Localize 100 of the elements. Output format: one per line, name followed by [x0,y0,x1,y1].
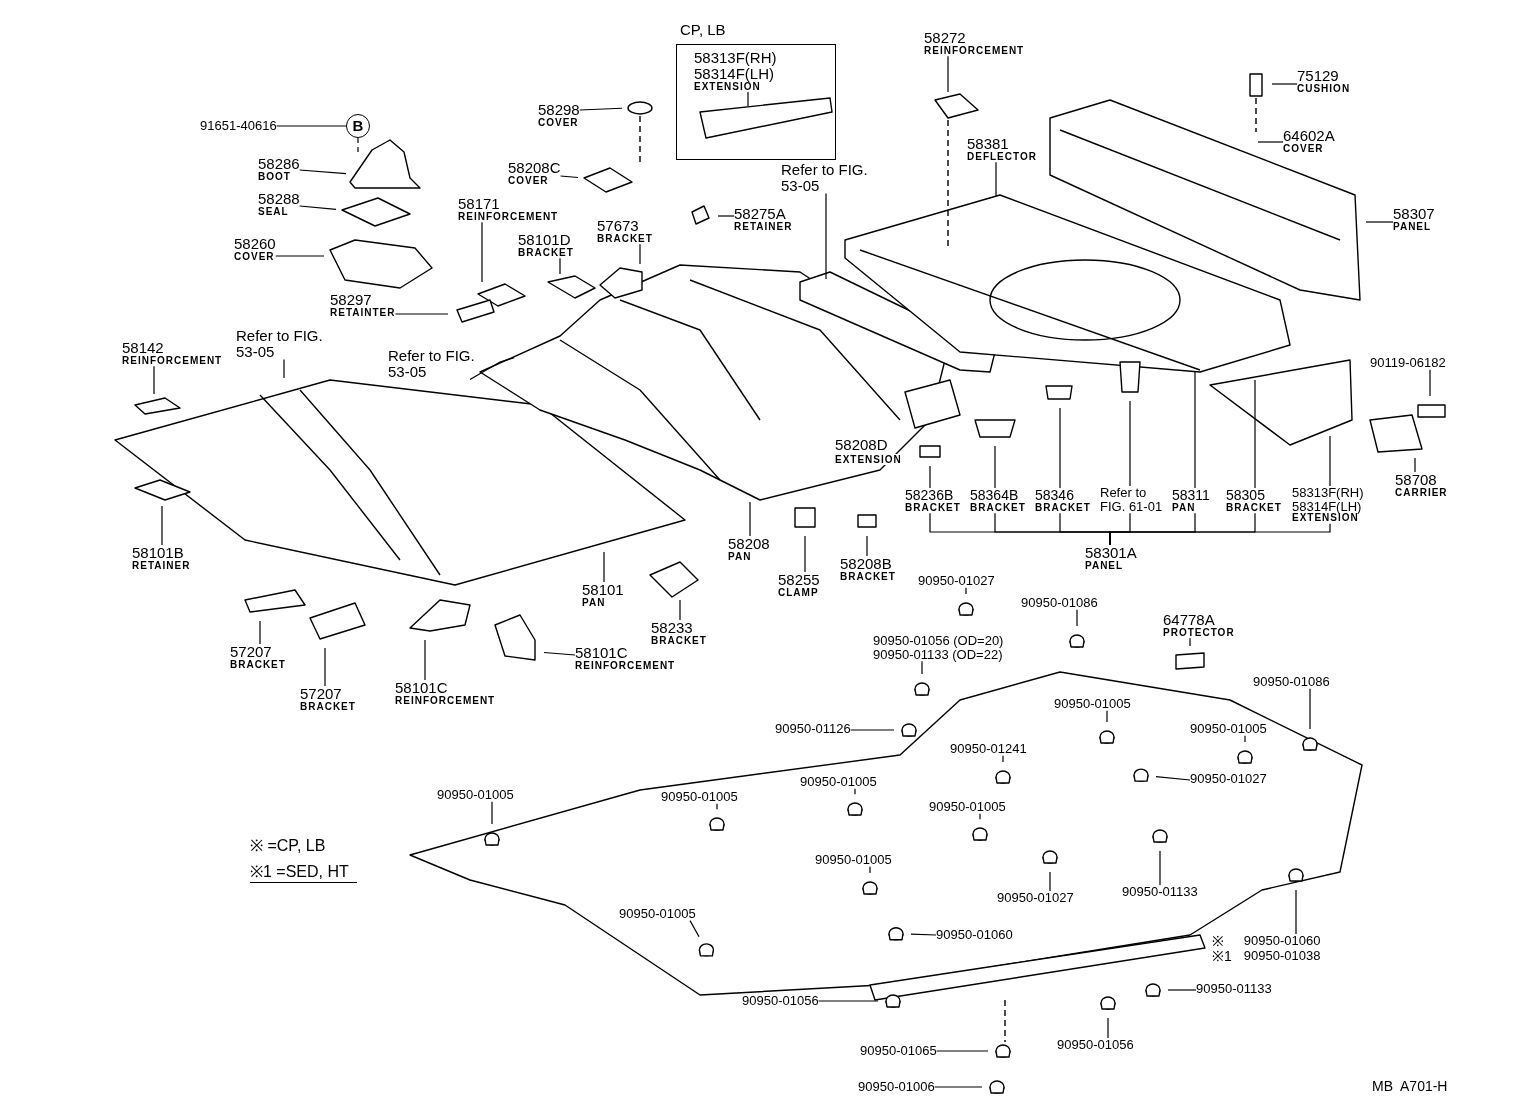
leader-line [1429,369,1431,397]
leader-line [491,801,493,825]
leader-line [1365,221,1394,223]
part-number: 90950-01005 [815,853,892,867]
leader-line [603,551,605,583]
part-number: 90950-01005 [437,788,514,802]
reference-note: Refer to FIG. 53-05 [236,328,324,360]
reference-note: Refer to FIG. 53-05 [781,162,869,194]
figure-code: MB A701-H [1372,1078,1448,1094]
leader-line [283,358,285,379]
part-name: CARRIER [1395,487,1448,499]
part-number: 58208B [840,556,893,572]
part-name: RETAINER [734,221,793,233]
part-name: BRACKET [597,233,653,245]
part-name: BRACKET [840,571,896,583]
leader-line [1059,407,1061,489]
part-number: 90950-01086 [1253,675,1330,689]
leader-line [1257,141,1284,143]
part-number: 75129 [1297,68,1340,84]
part-number: 58101D [518,232,572,248]
circled-letter: B [346,114,370,138]
leader-line [1155,776,1191,781]
part-number-pair: 58313F(RH) 58314F(LH) [1292,486,1365,514]
leader-line [1076,609,1078,627]
legend-entry: ※ =CP, LB [250,836,326,856]
leader-line [934,1086,983,1088]
part-name: CUSHION [1297,83,1351,95]
leader-line [543,651,576,656]
part-name: PAN [582,597,607,609]
part-number: 58275A [734,206,787,222]
part-number: 58297 [330,292,373,308]
leader-line [1254,379,1256,489]
part-number: 58311 [1172,488,1210,503]
legend-entry: ※1 =SED, HT [250,860,357,883]
leader-line [1107,1017,1109,1039]
part-number: 58307 [1393,206,1435,222]
part-number: 58208C [508,160,561,176]
leader-line [299,205,337,211]
leader-line [936,1050,989,1052]
leader-line [559,175,579,179]
leader-line [1049,871,1051,892]
part-number: 58298 [538,102,580,118]
part-number: 90950-01005 [929,800,1006,814]
leader-line [850,729,895,731]
part-number: 90950-01065 [860,1044,937,1058]
part-number: 58236B [905,488,955,503]
part-name: REINFORCEMENT [458,211,559,223]
part-name: SEAL [258,206,290,218]
part-number-pair: 58313F(RH) 58314F(LH) [694,50,778,82]
part-name: BRACKET [905,502,961,514]
leader-line [357,137,359,155]
leader-line [639,243,641,265]
leader-line [854,788,856,795]
part-number: 90950-01005 [1054,697,1131,711]
leader-line [679,599,681,621]
leader-line [276,125,347,127]
part-number: 64778A [1163,612,1216,628]
part-number: 58272 [924,30,967,46]
part-name: REINFORCEMENT [122,355,223,367]
part-number: 58101 [582,582,624,598]
part-name: RETAINTER [330,307,396,319]
leader-line [825,192,827,280]
leader-line [153,365,155,395]
part-number: 58286 [258,156,300,172]
part-number: 58288 [258,191,300,207]
part-number: 58101C [395,680,449,696]
part-number: 58101B [132,545,185,561]
part-name: REINFORCEMENT [575,660,676,672]
leader-line [579,107,623,111]
leader-line [275,255,325,257]
part-name: PANEL [1085,560,1125,572]
part-number: 58101C [575,645,629,661]
leader-line [1167,989,1197,991]
leader-line [749,501,751,537]
leader-line [979,813,981,820]
part-name: REINFORCEMENT [924,45,1025,57]
leader-line [1244,735,1246,743]
part-number: 64602A [1283,128,1335,144]
leader-line [1106,710,1108,723]
part-name: EXTENSION [1292,513,1359,524]
leader-line [747,91,749,107]
leader-line [995,161,997,197]
leader-line [1189,637,1191,647]
leader-line [1309,688,1311,730]
part-number: 90950-01241 [950,742,1027,756]
part-number: 90950-01060 [936,928,1013,942]
part-name: PANEL [1393,221,1433,233]
leader-line [299,169,347,175]
part-number: 58260 [234,236,276,252]
variant-heading: CP, LB [680,22,726,38]
leader-line [259,620,261,645]
part-number: 58255 [778,572,820,588]
leader-line [1159,850,1161,886]
part-number: 58381 [967,136,1010,152]
part-name: BRACKET [1035,502,1091,514]
part-number: 90950-01056 [1057,1038,1134,1052]
part-number: 90950-01133 [1122,885,1198,899]
part-number: 90950-01005 [661,790,738,804]
leader-line [910,933,937,936]
part-number: 58305 [1226,488,1266,503]
